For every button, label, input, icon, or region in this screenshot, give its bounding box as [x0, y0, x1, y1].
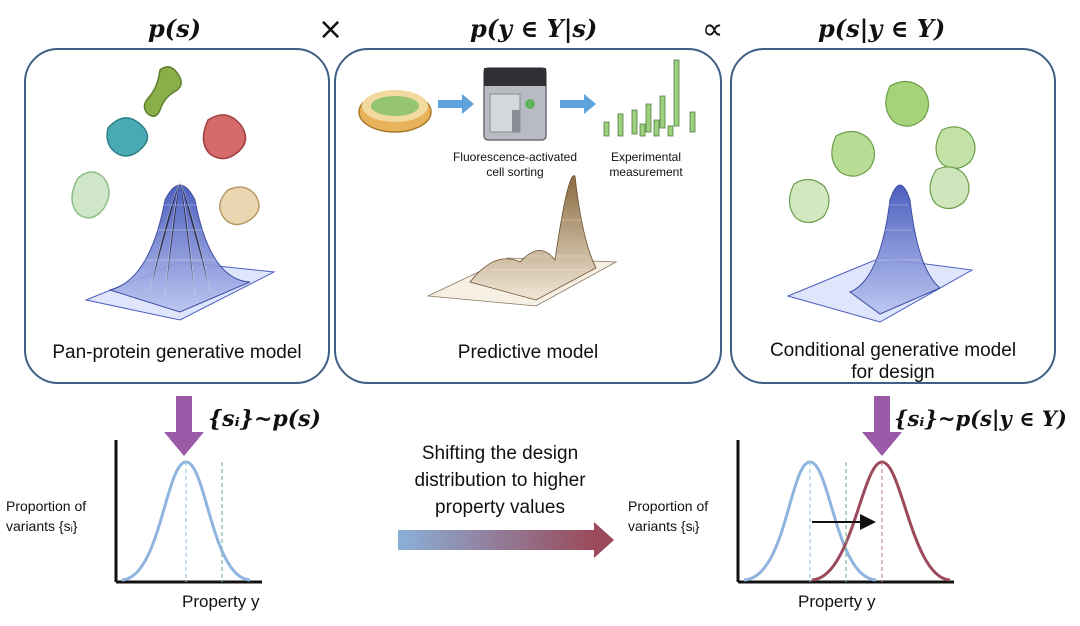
- conditional-model-label: Conditional generative model for design: [730, 340, 1056, 384]
- arrow-right-icon: [438, 94, 474, 114]
- left-y-axis-label: Proportion of variants {sᵢ}: [6, 496, 86, 536]
- shift-description: Shifting the design distribution to high…: [384, 440, 616, 521]
- prior-distribution-plot: [114, 440, 262, 584]
- sampling-arrow-right: [862, 396, 902, 456]
- proportional-operator: ∝: [702, 12, 724, 47]
- shift-description-line1: Shifting the design: [421, 443, 579, 464]
- formula-predictive: p(y ∈ Y|s): [470, 14, 598, 43]
- sampling-arrow-left: [164, 396, 204, 456]
- facs-caption-line2: cell sorting: [486, 165, 544, 179]
- shifted-distribution-plot: [736, 440, 954, 584]
- conditional-mesh-surface: [786, 184, 974, 323]
- right-x-axis-label: Property y: [798, 592, 876, 611]
- times-operator: ×: [318, 12, 344, 47]
- protein-structure-icon: [71, 66, 260, 226]
- left-x-axis-label: Property y: [182, 592, 260, 611]
- sample-formula-right: {sᵢ}~p(s|y ∈ Y): [894, 406, 1067, 431]
- predictive-model-label: Predictive model: [457, 342, 599, 363]
- conditional-model-label-line1: Conditional generative model: [769, 340, 1017, 361]
- experimental-caption-line1: Experimental: [610, 150, 682, 164]
- arrow-right-icon: [560, 94, 596, 114]
- prior-mesh-surface: [84, 177, 276, 321]
- right-y-axis-label: Proportion of variants {sᵢ}: [628, 496, 708, 536]
- facs-machine-icon: [483, 67, 547, 141]
- petri-dish-icon: [358, 90, 432, 133]
- shift-description-line3: property values: [435, 497, 565, 518]
- gfp-structure-icon: [788, 80, 976, 224]
- right-y-axis-label-line2: variants {sᵢ}: [628, 518, 700, 534]
- right-y-axis-label-line1: Proportion of: [628, 498, 709, 514]
- predictive-mesh-surface: [426, 175, 618, 307]
- shift-arrow: [398, 522, 614, 558]
- experimental-caption-line2: measurement: [609, 165, 683, 179]
- prior-model-label: Pan-protein generative model: [52, 342, 302, 363]
- experimental-caption: Experimental measurement: [596, 150, 696, 180]
- sample-formula-left: {sᵢ}~p(s): [208, 406, 321, 432]
- formula-posterior: p(s|y ∈ Y): [818, 14, 946, 43]
- experimental-bars-icon: [603, 59, 696, 137]
- conditional-model-label-line2: for design: [851, 362, 935, 383]
- formula-prior: p(s): [148, 14, 202, 43]
- facs-caption: Fluorescence-activated cell sorting: [440, 150, 590, 180]
- shift-description-line2: distribution to higher: [414, 470, 586, 491]
- left-y-axis-label-line2: variants {sᵢ}: [6, 518, 78, 534]
- facs-caption-line1: Fluorescence-activated: [452, 150, 578, 164]
- left-y-axis-label-line1: Proportion of: [6, 498, 87, 514]
